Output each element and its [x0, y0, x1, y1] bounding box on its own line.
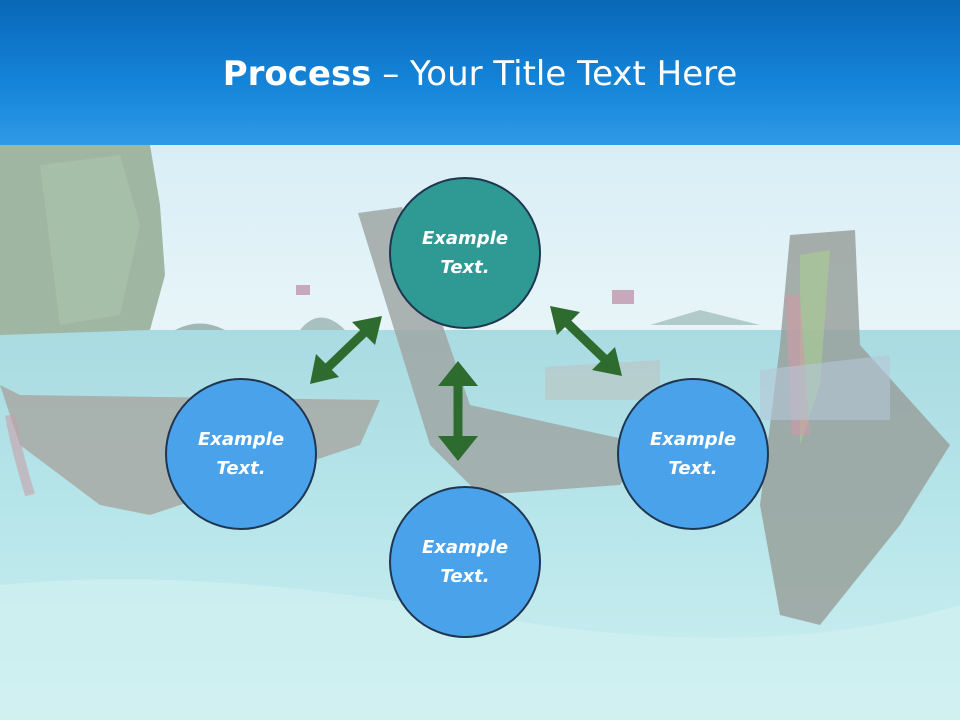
arrow-right-top [550, 306, 622, 376]
node-top-text: Example Text. [421, 228, 509, 278]
title-bold: Process [222, 54, 372, 94]
title-rest: – Your Title Text Here [371, 54, 738, 94]
node-left-text: Example Text. [197, 429, 285, 479]
node-right-text: Example Text. [649, 429, 737, 479]
arrow-vertical [438, 361, 478, 461]
arrow-left-top [310, 316, 382, 384]
node-bottom-text: Example Text. [421, 537, 509, 587]
process-node-bottom: Example Text. [389, 486, 541, 638]
title-banner: Process – Your Title Text Here [0, 0, 960, 145]
process-node-right: Example Text. [617, 378, 769, 530]
process-node-left: Example Text. [165, 378, 317, 530]
page-title: Process – Your Title Text Here [0, 52, 960, 96]
process-node-top: Example Text. [389, 177, 541, 329]
